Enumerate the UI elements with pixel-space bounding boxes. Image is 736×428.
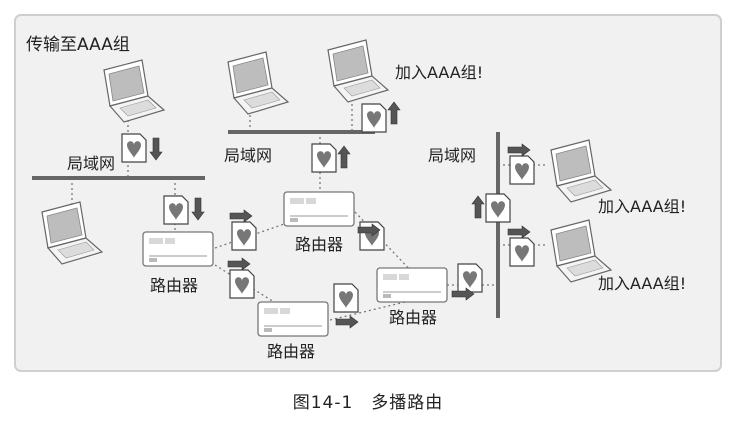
packet-icon [229, 269, 255, 299]
router-right [376, 267, 448, 303]
packet-icon [231, 221, 257, 251]
packet-icon [457, 263, 483, 293]
packet-icon [509, 155, 535, 185]
multicast-routing-diagram: 传输至AAA组 加入AAA组! 加入AAA组! 加入AAA组! 局域网 局域网 … [14, 14, 722, 372]
lan-label-left: 局域网 [67, 154, 115, 173]
router-left [142, 231, 214, 267]
join-label-top: 加入AAA组! [395, 63, 483, 82]
lan-label-middle: 局域网 [224, 146, 272, 165]
packet-icon [509, 237, 535, 267]
router-bottom [257, 301, 329, 337]
router-label-middle: 路由器 [295, 235, 343, 254]
packet-icon [121, 133, 147, 163]
packet-icon [333, 283, 359, 313]
packet-icon [163, 195, 189, 225]
lan-label-right: 局域网 [428, 146, 476, 165]
router-label-left: 路由器 [150, 276, 198, 295]
figure-caption: 图14-1 多播路由 [292, 393, 444, 413]
diagram-frame [14, 14, 722, 372]
router-label-bottom: 路由器 [267, 342, 315, 361]
router-middle [283, 191, 355, 227]
packet-icon [361, 103, 387, 133]
join-label-upper-right: 加入AAA组! [598, 197, 686, 216]
diagram-title: 传输至AAA组 [26, 35, 130, 55]
packet-icon [485, 193, 511, 223]
join-label-lower-right: 加入AAA组! [598, 274, 686, 293]
packet-icon [311, 143, 337, 173]
router-label-right: 路由器 [389, 308, 437, 327]
